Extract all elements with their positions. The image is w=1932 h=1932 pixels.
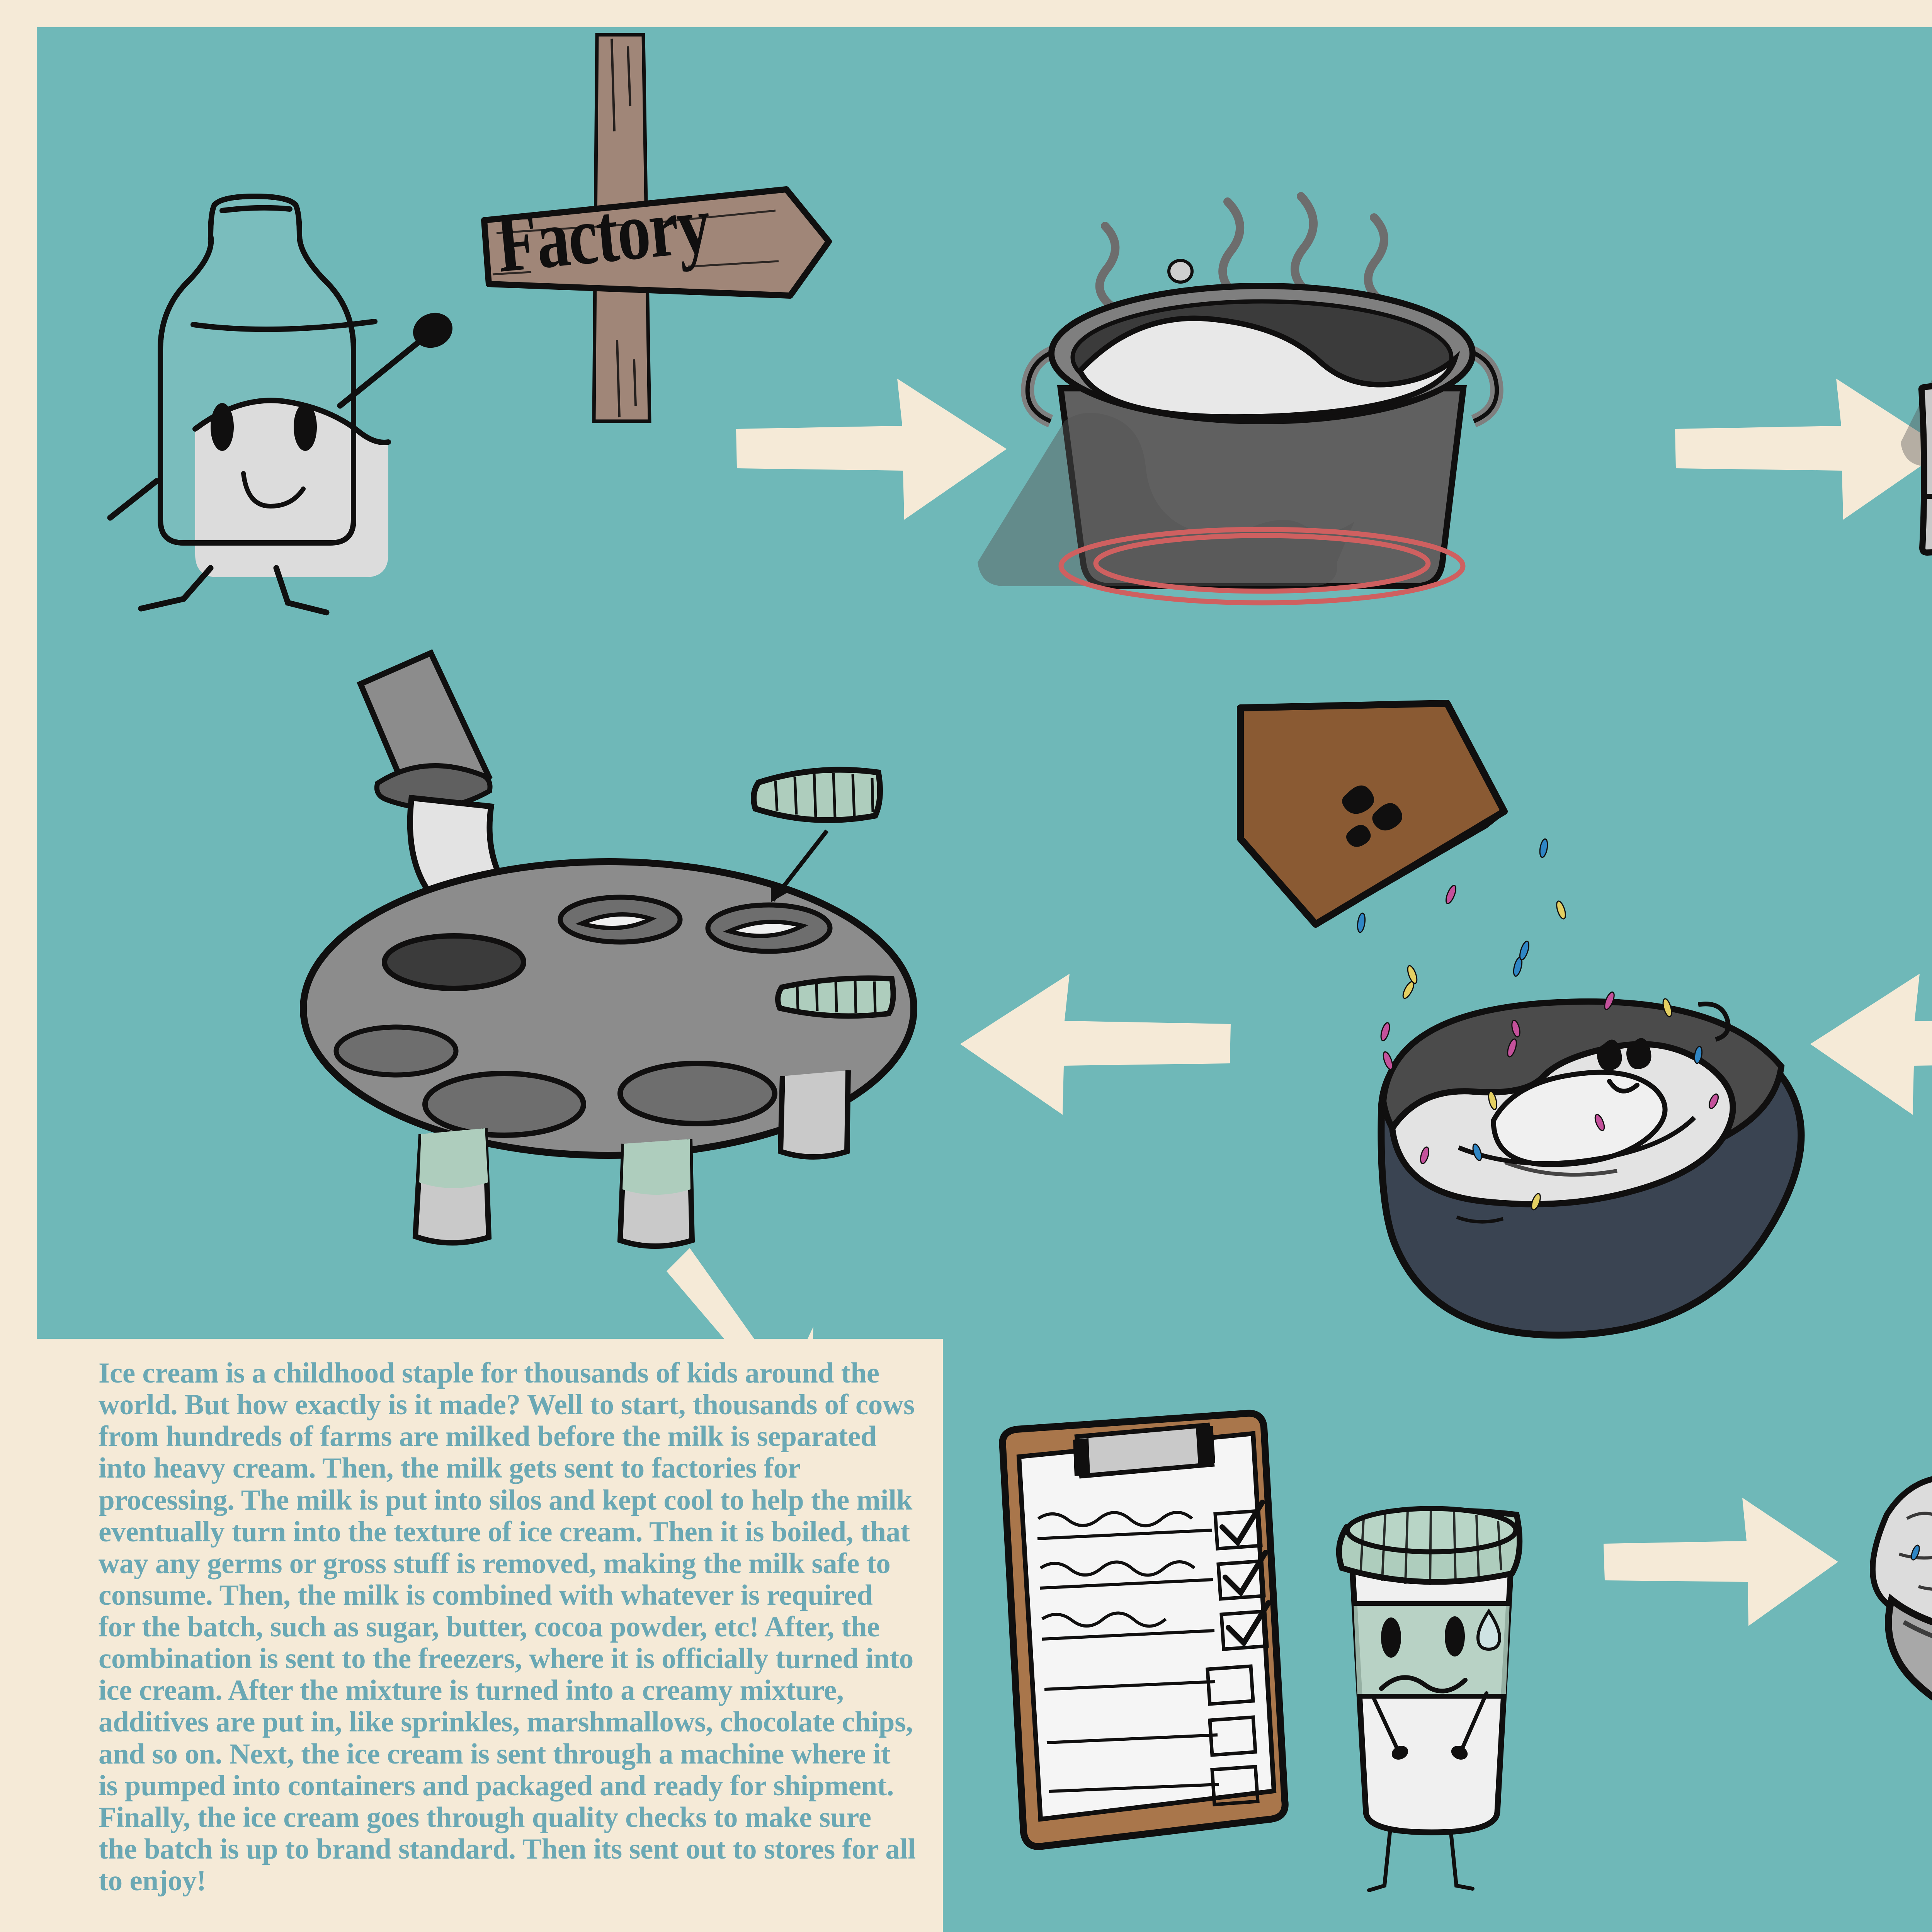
container-mouth	[1379, 1675, 1468, 1694]
milk-eye-left	[211, 403, 234, 451]
finished-ice-cream-with-cow	[1870, 1476, 1932, 1701]
page-title: How Ice Cream is Made	[1219, 1922, 1932, 1932]
scoop-texture	[1898, 1512, 1932, 1591]
container-sweat-drop	[1476, 1608, 1502, 1651]
lid-on-table	[775, 975, 896, 1019]
description-text: Ice cream is a childhood staple for thou…	[99, 1357, 916, 1897]
milk-eye-right	[294, 403, 317, 451]
factory-signpost: Factory	[481, 33, 832, 423]
icecream-eye-right	[1626, 1038, 1651, 1069]
milk-hand	[413, 313, 452, 348]
flow-arrow-right-1	[736, 379, 1007, 520]
bowl-vessel	[1885, 1594, 1932, 1701]
scoop-sprinkles	[1911, 1544, 1920, 1561]
factory-sign-board	[481, 186, 832, 299]
falling-sprinkles	[1357, 838, 1566, 1041]
chocolate-chip-icon	[1342, 785, 1402, 847]
quality-check-clipboard	[999, 1410, 1523, 1892]
clipboard-filled-lines	[1037, 1511, 1215, 1641]
scoops	[1870, 1476, 1932, 1625]
ice-cream-swirl	[1389, 1002, 1736, 1224]
ice-cream-scoops-bowl	[1870, 1476, 1932, 1701]
floating-lid	[751, 767, 883, 823]
flow-arrow-left-2	[960, 974, 1231, 1115]
flow-arrow-right-3	[1604, 1498, 1838, 1626]
clipboard-empty-lines	[1044, 1680, 1219, 1793]
icecream-mouth	[1607, 1079, 1639, 1094]
carousel-legs	[412, 1070, 851, 1249]
filling-carousel	[300, 649, 917, 1249]
boiling-pot	[978, 192, 1503, 605]
clipboard-checkboxes	[1206, 1509, 1269, 1806]
factory-sign-label: Factory	[493, 178, 714, 290]
filler-nozzle	[357, 649, 493, 818]
ice-cream-container-character	[1336, 1506, 1523, 1892]
container-eye-left	[1381, 1617, 1401, 1658]
sprinkles	[1383, 957, 1719, 1211]
chocolate-chip-packet	[1237, 700, 1566, 1041]
clipboard-checkmarks	[1219, 1500, 1271, 1648]
flow-arrow-left-1	[1810, 974, 1932, 1115]
icecream-eye-left	[1597, 1039, 1622, 1071]
description-panel: Ice cream is a childhood staple for thou…	[37, 1339, 943, 1932]
container-lid	[1336, 1506, 1523, 1585]
flow-arrow-right-2	[1675, 379, 1932, 520]
carousel-table	[300, 858, 917, 1159]
milk-bottle-character	[107, 194, 452, 616]
clipboard-clip	[1074, 1422, 1215, 1479]
poster-stage: Factory	[37, 27, 1932, 1932]
container-eye-right	[1445, 1616, 1465, 1656]
ice-cream-bowl-with-sprinkles	[1378, 957, 1805, 1339]
clipboard	[999, 1410, 1289, 1850]
milk-limbs	[107, 337, 424, 616]
sugar-bag-character: SUGAR	[1918, 383, 1932, 556]
milk-mouth	[241, 471, 306, 509]
mixing-pot-with-ingredients: SUGAR	[1901, 379, 1932, 556]
stove-burner	[1058, 527, 1466, 605]
